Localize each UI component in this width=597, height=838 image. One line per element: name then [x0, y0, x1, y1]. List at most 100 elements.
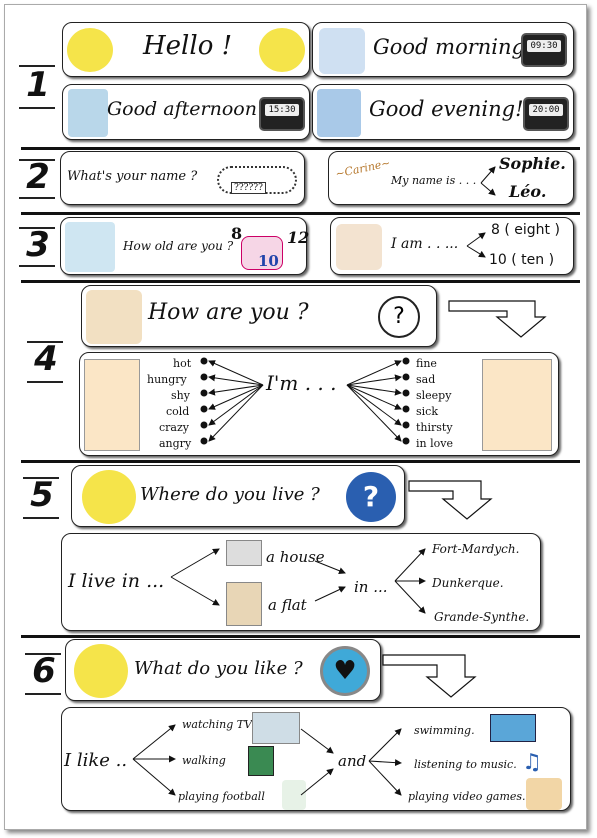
- age-option-2: 10 ( ten ): [489, 252, 555, 268]
- section-6-number: 6: [32, 651, 56, 691]
- name-option-1: Sophie.: [499, 154, 566, 173]
- name-question-text: What's your name ?: [67, 169, 198, 184]
- house-icon: [226, 540, 262, 566]
- apartment-building-icon: [226, 582, 262, 626]
- feeling-right-label: sick: [416, 405, 438, 418]
- feeling-left-label: shy: [171, 389, 190, 402]
- age-answer-text: I am . . ...: [391, 236, 459, 252]
- section-divider: [21, 635, 580, 638]
- cake-number: 12: [287, 228, 310, 247]
- in-text: in ...: [354, 578, 388, 596]
- section-3-number: 3: [26, 225, 50, 265]
- watching-tv-icon: [252, 712, 300, 744]
- flat-text: a flat: [268, 596, 307, 614]
- video-game-icon: [526, 778, 562, 810]
- good-afternoon-text: Good afternoon: [107, 98, 257, 120]
- clock-time: 09:30: [527, 40, 561, 52]
- i-live-in-text: I live in ...: [68, 570, 165, 592]
- activity-option: watching TV: [182, 718, 253, 731]
- good-morning-text: Good morning !: [373, 35, 541, 59]
- section-5-number: 5: [30, 475, 54, 515]
- clock-icon: 09:30: [521, 33, 567, 67]
- feeling-left-label: cold: [166, 405, 190, 418]
- hello-card: Hello !: [62, 22, 310, 77]
- how-are-you-card: How are you ? ?: [81, 285, 437, 347]
- house-text: a house: [266, 548, 325, 566]
- age-option-1: 8 ( eight ): [491, 222, 560, 238]
- cake-number: 8: [231, 224, 243, 243]
- section-5-number-frame: [23, 477, 59, 519]
- feeling-left-label: angry: [159, 437, 192, 450]
- and-text: and: [338, 752, 367, 770]
- where-live-card: Where do you live ? ?: [71, 465, 405, 527]
- football-player-icon: [282, 780, 306, 810]
- age-question-card: How old are you ? 8 12 10: [60, 217, 310, 275]
- man-walking-icon: [317, 89, 361, 137]
- age-answer-card: I am . . ... 8 ( eight ) 10 ( ten ): [330, 217, 574, 275]
- section-1-number-frame: [19, 65, 55, 109]
- shrugging-man-icon: [82, 470, 136, 524]
- child-with-cake-icon: [336, 224, 382, 270]
- section-divider: [21, 280, 580, 283]
- good-evening-text: Good evening!: [369, 97, 524, 121]
- music-notes-icon: ♫: [522, 750, 542, 775]
- heart-icon: ♥: [320, 646, 370, 696]
- feelings-faces-right-icon: [482, 359, 552, 451]
- question-face-icon: ?: [378, 296, 420, 338]
- birthday-cake-icon: [241, 236, 283, 270]
- feeling-left-label: hungry: [147, 373, 187, 386]
- name-answer-card: ~Carine~ My name is . . . Sophie. Léo.: [328, 151, 574, 205]
- clock-icon: 20:00: [523, 97, 569, 131]
- name-tag-text: ??????: [231, 182, 266, 194]
- section-6-number-frame: [25, 653, 61, 695]
- swimming-icon: [490, 714, 536, 742]
- section-divider: [21, 212, 580, 215]
- name-question-card: What's your name ? ??????: [60, 151, 305, 205]
- globe-question-icon: ?: [346, 472, 396, 522]
- feeling-left-label: hot: [173, 357, 192, 370]
- where-live-text: Where do you live ?: [140, 484, 320, 505]
- feeling-right-label: in love: [416, 437, 453, 450]
- activity-option: swimming.: [414, 724, 475, 737]
- good-evening-card: Good evening! 20:00: [312, 84, 574, 140]
- feeling-right-label: thirsty: [416, 421, 453, 434]
- activity-option: playing football: [178, 790, 265, 803]
- feeling-right-label: sleepy: [416, 389, 452, 402]
- good-morning-card: Good morning ! 09:30: [312, 22, 574, 77]
- section-divider: [21, 460, 580, 463]
- section-3-number-frame: [19, 227, 55, 267]
- connector-lines: [132, 166, 547, 796]
- feelings-card: I'm . . .: [79, 352, 559, 456]
- town-option: Grande-Synthe.: [434, 610, 530, 624]
- clock-time: 20:00: [529, 104, 563, 116]
- good-afternoon-card: Good afternoon 15:30: [62, 84, 310, 140]
- businessman-icon: [259, 28, 305, 72]
- town-option: Dunkerque.: [432, 576, 504, 590]
- section-divider: [21, 147, 580, 150]
- i-like-text: I like ..: [64, 750, 128, 771]
- live-answer-card: I live in ... a house a flat in ... Fort…: [61, 533, 541, 631]
- name-option-2: Léo.: [509, 182, 547, 201]
- town-option: Fort-Mardych.: [432, 542, 520, 556]
- how-are-you-text: How are you ?: [148, 300, 309, 325]
- what-like-text: What do you like ?: [134, 658, 303, 679]
- clock-icon: 15:30: [259, 97, 305, 131]
- walking-sign-icon: [248, 746, 274, 776]
- activity-option: walking: [182, 754, 226, 767]
- people-meeting-icon: [68, 89, 108, 137]
- worksheet-page: 1 Hello ! Good morning ! 09:30 Good afte…: [4, 4, 587, 830]
- activity-option: listening to music.: [414, 758, 517, 771]
- name-answer-text: My name is . . .: [391, 174, 477, 187]
- what-like-card: What do you like ? ♥: [65, 639, 381, 701]
- thinking-person-icon: [65, 222, 115, 272]
- people-greeting-icon: [319, 28, 365, 74]
- shrugging-man-icon: [74, 644, 128, 698]
- hello-text: Hello !: [143, 31, 233, 61]
- feeling-left-label: crazy: [159, 421, 189, 434]
- section-1-number: 1: [26, 65, 50, 105]
- im-text: I'm . . .: [266, 371, 337, 395]
- clock-time: 15:30: [265, 104, 299, 116]
- businessman-icon: [67, 28, 113, 72]
- feeling-dots: [200, 357, 410, 445]
- activity-option: playing video games.: [408, 790, 526, 803]
